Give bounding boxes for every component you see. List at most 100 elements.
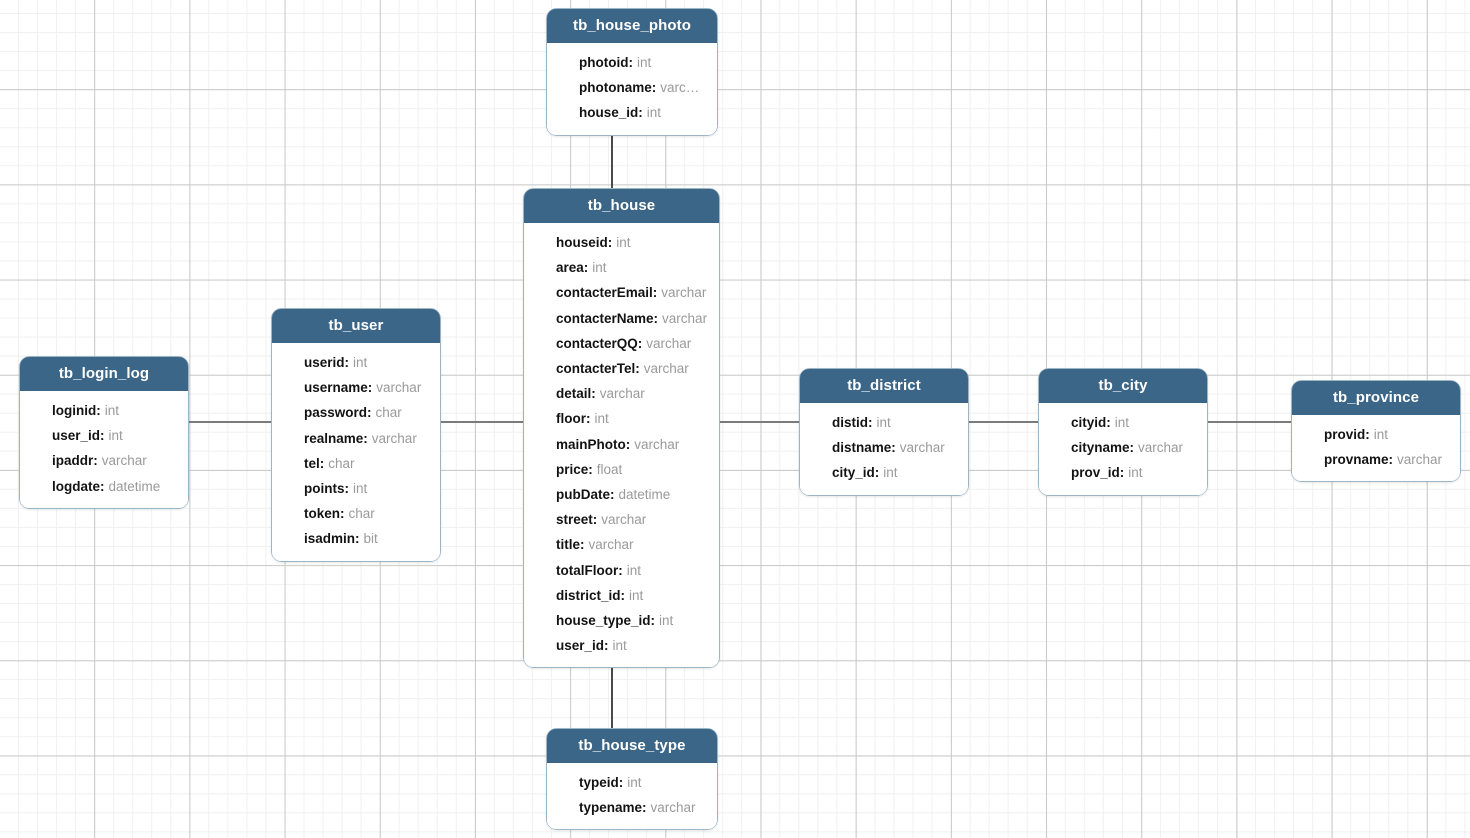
entity-field-row[interactable]: ipaddr:varchar [20, 448, 188, 473]
field-name: house_type_id [556, 613, 651, 629]
entity-field-row[interactable]: prov_id:int [1039, 460, 1207, 485]
entity-field-row[interactable]: photoid:int [547, 50, 717, 75]
field-type: varchar [899, 440, 945, 456]
entity-field-row[interactable]: detail:varchar [524, 381, 719, 406]
entity-field-row[interactable]: district_id:int [524, 583, 719, 608]
connector-house-to-district[interactable] [718, 421, 801, 423]
entity-field-row[interactable]: userid:int [272, 350, 440, 375]
field-name: city_id [832, 465, 875, 481]
entity-field-row[interactable]: loginid:int [20, 398, 188, 423]
entity-field-row[interactable]: street:varchar [524, 507, 719, 532]
entity-field-row[interactable]: typename:varchar [547, 795, 717, 820]
entity-field-row[interactable]: points:int [272, 476, 440, 501]
field-type: int [616, 235, 631, 250]
entity-field-row[interactable]: realname:varchar [272, 426, 440, 451]
entity-field-row[interactable]: logdate:datetime [20, 474, 188, 499]
entity-field-row[interactable]: area:int [524, 255, 719, 280]
field-name: houseid [556, 235, 608, 250]
connector-house-to-house_type[interactable] [611, 665, 613, 729]
field-separator: : [1388, 452, 1394, 468]
entity-field-row[interactable]: isadmin:bit [272, 526, 440, 551]
entity-field-row[interactable]: distid:int [800, 410, 968, 435]
entity-table-title[interactable]: tb_house [524, 189, 719, 223]
entity-field-row[interactable]: floor:int [524, 406, 719, 431]
entity-field-row[interactable]: title:varchar [524, 532, 719, 557]
entity-table-title[interactable]: tb_house_photo [547, 9, 717, 43]
entity-table-title[interactable]: tb_user [272, 309, 440, 343]
entity-table-title[interactable]: tb_login_log [20, 357, 188, 391]
entity-table-title[interactable]: tb_house_type [547, 729, 717, 763]
field-separator: : [592, 512, 598, 528]
entity-field-row[interactable]: photoname:varc… [547, 75, 717, 100]
field-type: varchar [588, 537, 634, 553]
connector-house_photo-to-house[interactable] [611, 130, 613, 188]
entity-field-row[interactable]: house_type_id:int [524, 608, 719, 633]
entity-field-row[interactable]: pubDate:datetime [524, 482, 719, 507]
entity-field-row[interactable]: mainPhoto:varchar [524, 432, 719, 457]
entity-field-row[interactable]: houseid:int [524, 230, 719, 255]
field-type: varchar [646, 335, 692, 351]
entity-field-row[interactable]: user_id:int [20, 423, 188, 448]
field-separator: : [650, 613, 656, 629]
entity-field-row[interactable]: totalFloor:int [524, 558, 719, 583]
field-separator: : [628, 55, 633, 70]
entity-field-row[interactable]: house_id:int [547, 100, 717, 125]
entity-field-row[interactable]: city_id:int [800, 460, 968, 485]
entity-field-row[interactable]: contacterName:varchar [524, 306, 719, 331]
field-separator: : [1119, 465, 1125, 481]
connector-city-to-province[interactable] [1206, 421, 1293, 423]
connector-login_log-to-user[interactable] [188, 421, 273, 423]
entity-field-row[interactable]: provname:varchar [1292, 447, 1460, 472]
field-name: district_id [556, 587, 621, 603]
entity-field-row[interactable]: cityname:varchar [1039, 435, 1207, 460]
field-type: varchar [650, 800, 696, 816]
entity-field-row[interactable]: token:char [272, 501, 440, 526]
connector-district-to-city[interactable] [967, 421, 1040, 423]
field-name: title [556, 537, 581, 553]
field-type: int [646, 105, 662, 121]
field-name: tel [304, 455, 320, 471]
field-name: contacterQQ [556, 335, 638, 351]
entity-field-row[interactable]: password:char [272, 400, 440, 425]
entity-field-row[interactable]: contacterTel:varchar [524, 356, 719, 381]
entity-field-row[interactable]: username:varchar [272, 375, 440, 400]
entity-field-row[interactable]: user_id:int [524, 633, 719, 658]
field-separator: : [588, 461, 593, 477]
entity-field-row[interactable]: price:float [524, 457, 719, 482]
field-type: int [1128, 465, 1143, 481]
field-separator: : [618, 775, 624, 790]
entity-table-title[interactable]: tb_district [800, 369, 968, 403]
field-separator: : [1106, 415, 1111, 430]
entity-field-row[interactable]: typeid:int [547, 770, 717, 795]
entity-field-row[interactable]: cityid:int [1039, 410, 1207, 435]
field-type: int [636, 55, 652, 70]
field-type: char [348, 506, 375, 522]
field-name: userid [304, 355, 345, 370]
entity-field-row[interactable]: distname:varchar [800, 435, 968, 460]
connector-user-to-house[interactable] [440, 421, 525, 423]
field-type: bit [363, 531, 378, 547]
entity-field-row[interactable]: contacterEmail:varchar [524, 280, 719, 305]
entity-field-row[interactable]: contacterQQ:varchar [524, 331, 719, 356]
entity-table-title[interactable]: tb_province [1292, 381, 1460, 415]
entity-table-title[interactable]: tb_city [1039, 369, 1207, 403]
entity-field-row[interactable]: tel:char [272, 451, 440, 476]
field-name: street [556, 512, 593, 528]
field-name: area [556, 260, 584, 276]
entity-field-row[interactable]: provid:int [1292, 422, 1460, 447]
field-name: price [556, 461, 589, 477]
field-name: logdate [52, 478, 101, 494]
field-separator: : [635, 361, 640, 377]
field-type: datetime [618, 487, 671, 503]
